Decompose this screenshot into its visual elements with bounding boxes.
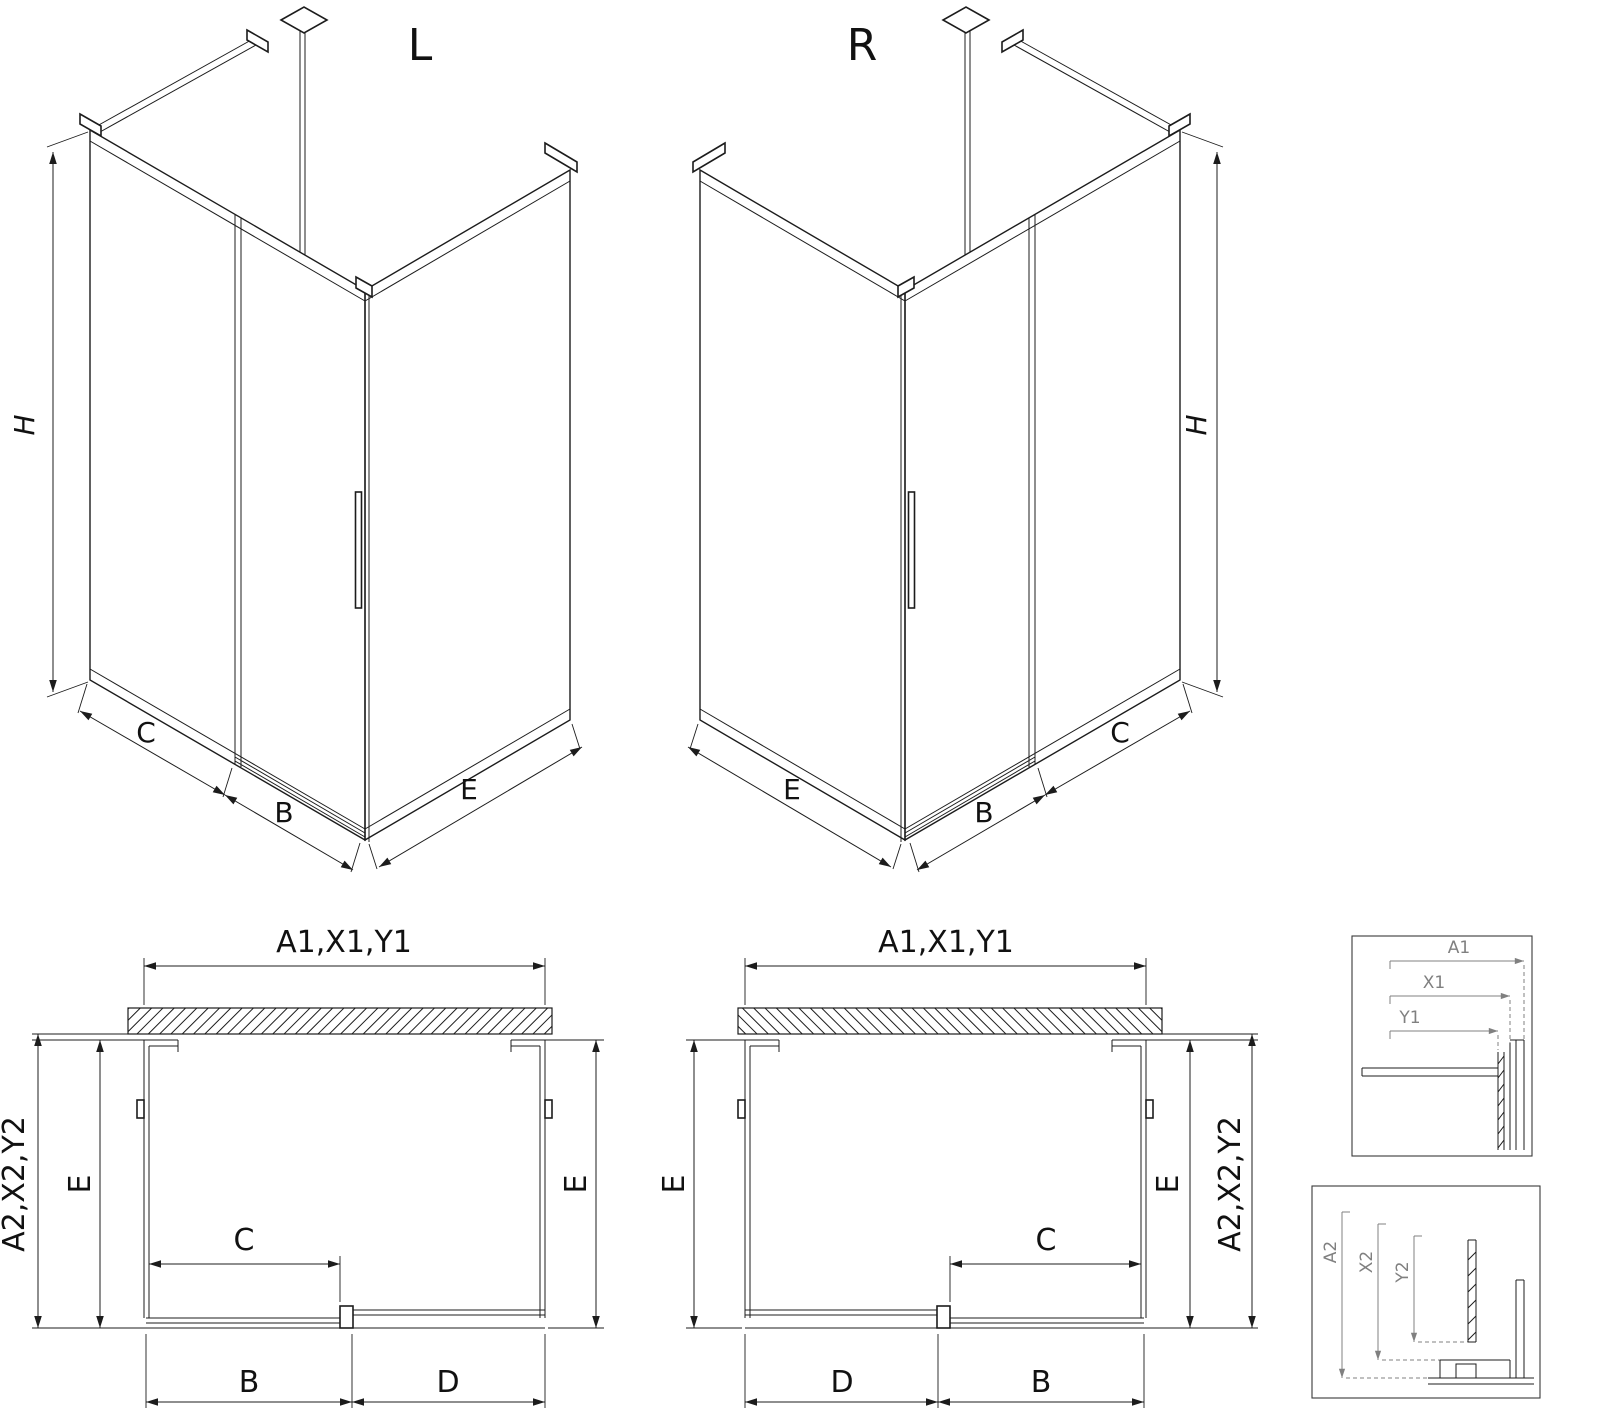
plan-left-dim-a2x2y2: A2,X2,Y2 [0,1116,32,1252]
iso-view-right: R H C B E [688,7,1223,872]
dim-label-b-right: B [974,796,993,829]
plan-left-dim-c: C [234,1223,255,1258]
detail-bottom-section-drawing [1428,1239,1534,1385]
plan-right-dim-b: B [1031,1365,1052,1400]
dim-label-b-left: B [274,796,293,829]
detail-top-section-drawing [1361,1039,1525,1150]
detail-label-y2: Y2 [1393,1261,1413,1283]
plan-left-geometry [32,958,604,1408]
plan-view-right: A1,X1,Y1 E C D B E A2,X2,Y2 [657,925,1258,1408]
iso-right-geometry [688,7,1223,872]
detail-label-y1: Y1 [1398,1008,1420,1028]
plan-left-dim-a1x1y1: A1,X1,Y1 [276,925,412,960]
detail-label-a1: A1 [1448,938,1470,958]
dim-label-e-right: E [783,773,801,806]
detail-bottom-frame [1311,1185,1541,1399]
detail-top-dimensions [1389,957,1525,1050]
dim-label-height-right: H [1180,414,1213,435]
variant-label-left: L [408,20,433,71]
detail-view-top: A1 X1 Y1 [1351,935,1533,1157]
plan-right-dim-e-left: E [657,1175,692,1194]
detail-top-frame [1351,935,1533,1157]
detail-bottom-dimensions [1338,1211,1468,1379]
detail-view-bottom: A2 X2 Y2 [1311,1185,1541,1399]
plan-left-dim-e-left: E [63,1175,98,1194]
iso-left-geometry [47,7,582,872]
dim-label-height-left: H [8,414,41,435]
dim-label-e-left: E [460,773,478,806]
plan-left-dim-e-right: E [559,1175,594,1194]
dim-label-c-right: C [1110,716,1130,749]
plan-right-dim-a2x2y2: A2,X2,Y2 [1213,1116,1248,1252]
plan-right-dim-c: C [1036,1223,1057,1258]
iso-view-left: L H C B E [8,7,582,872]
variant-label-right: R [847,20,878,71]
dim-label-c-left: C [136,716,156,749]
plan-left-dim-b: B [239,1365,260,1400]
plan-right-dim-d: D [830,1365,853,1400]
detail-label-a2: A2 [1321,1241,1341,1263]
detail-label-x1: X1 [1423,973,1445,993]
plan-right-dim-a1x1y1: A1,X1,Y1 [878,925,1014,960]
plan-right-dim-e-right: E [1151,1175,1186,1194]
detail-label-x2: X2 [1357,1251,1377,1273]
plan-left-dim-d: D [436,1365,459,1400]
plan-view-left: A1,X1,Y1 A2,X2,Y2 E C B D E [0,925,604,1408]
